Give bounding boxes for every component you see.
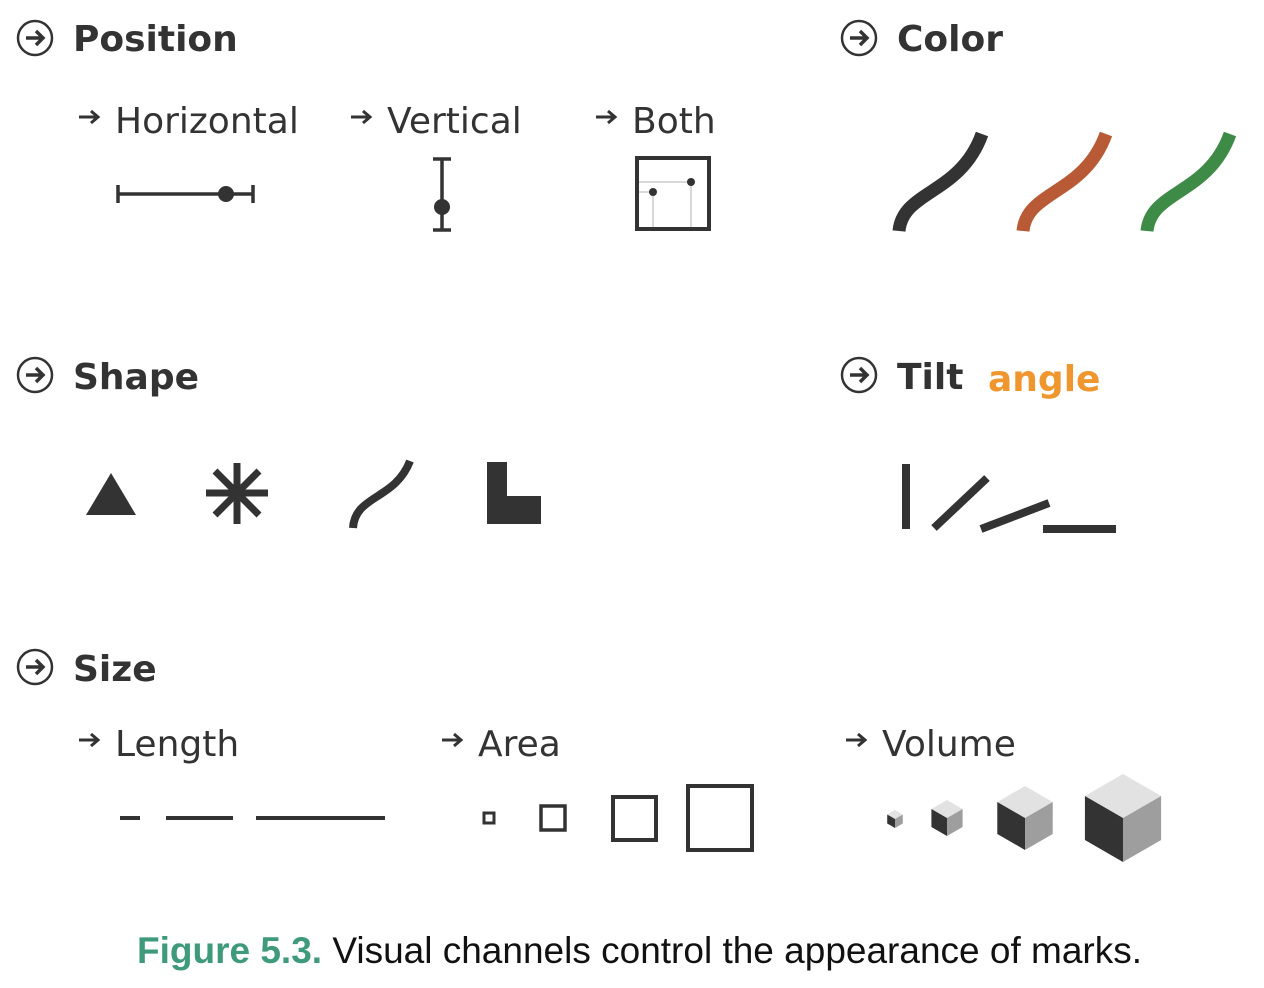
tilt-annotation: angle — [988, 359, 1100, 400]
circle-arrow-icon — [840, 356, 878, 394]
color-stroke — [1016, 131, 1113, 233]
arrow-icon — [440, 732, 463, 748]
horizontal-position-mark — [116, 185, 255, 203]
cube-face — [997, 786, 1053, 818]
cube-face — [997, 802, 1025, 850]
subheading-volume: Volume — [882, 724, 1016, 765]
subheading-horizontal: Horizontal — [115, 101, 299, 142]
cube-face — [1123, 796, 1162, 862]
color-stroke — [892, 131, 989, 233]
cube-face — [1084, 796, 1123, 862]
arrow-icon — [844, 732, 867, 748]
figure-caption: Figure 5.3. Visual channels control the … — [137, 930, 1142, 971]
heading-position: Position — [73, 19, 238, 60]
cube-face — [947, 809, 963, 836]
heading-color: Color — [897, 19, 1003, 60]
both-position-mark — [635, 156, 711, 231]
arrow-icon — [349, 109, 372, 125]
color-strokes — [892, 131, 1237, 233]
cube — [887, 810, 903, 828]
heading-tilt: Tilt — [897, 357, 963, 398]
circle-arrow-icon — [840, 19, 878, 57]
cube — [1084, 774, 1162, 862]
cube-face — [1025, 802, 1053, 850]
arrow-icon — [77, 109, 100, 125]
asterisk-shape — [206, 463, 268, 524]
vertical-position-mark — [433, 157, 451, 232]
circle-arrow-icon — [16, 19, 54, 57]
color-stroke — [1140, 131, 1237, 233]
cube-face — [887, 810, 903, 819]
subheading-area: Area — [478, 724, 561, 765]
cube-face — [931, 809, 947, 836]
area-marks — [482, 784, 754, 852]
circle-arrow-icon — [16, 356, 54, 394]
heading-size: Size — [73, 649, 157, 690]
circle-arrow-icon — [16, 648, 54, 686]
tilt-marks — [902, 464, 1116, 533]
triangle-shape — [86, 473, 136, 515]
cube — [997, 786, 1053, 850]
curve-shape — [349, 459, 414, 529]
volume-cubes — [887, 774, 1162, 862]
subheading-length: Length — [115, 724, 239, 765]
heading-shape: Shape — [73, 357, 199, 398]
l-shape — [487, 462, 541, 524]
subheading-vertical: Vertical — [387, 101, 522, 142]
subheading-both: Both — [632, 101, 716, 142]
caption-text: Visual channels control the appearance o… — [322, 930, 1142, 971]
cube-face — [895, 814, 903, 828]
cube-face — [887, 814, 895, 828]
cube — [931, 800, 963, 836]
arrow-icon — [77, 732, 100, 748]
arrow-icon — [594, 109, 617, 125]
caption-label: Figure 5.3. — [137, 930, 322, 971]
